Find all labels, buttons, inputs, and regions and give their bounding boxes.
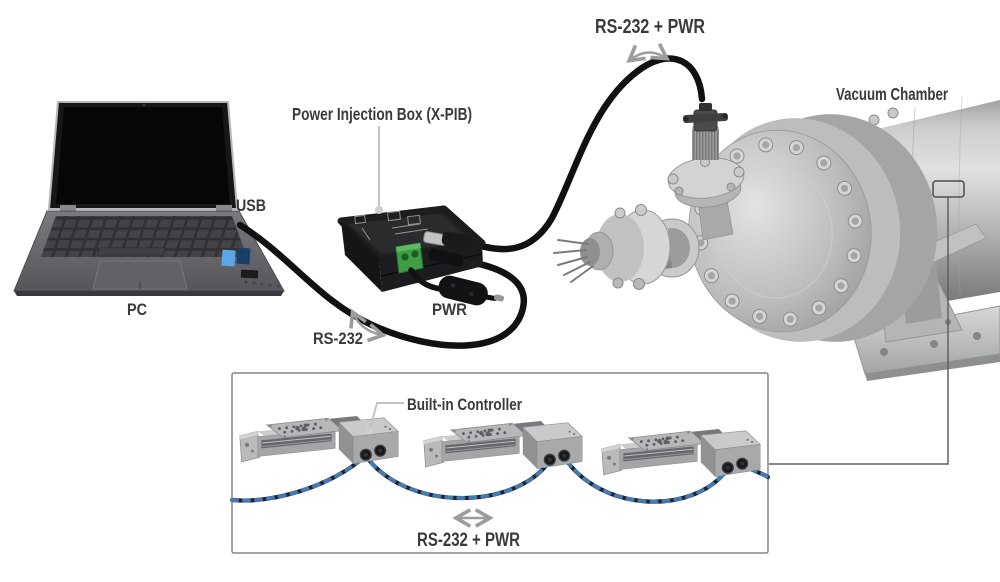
pib-terminal-block <box>395 242 424 274</box>
intel-sticker <box>221 249 236 267</box>
chamber-top-connector <box>682 103 729 132</box>
vacuum-chamber-illustration <box>553 95 1000 381</box>
pib-callout <box>375 126 383 214</box>
chamber-feedthrough <box>553 204 671 290</box>
hdmi-sticker <box>240 269 259 279</box>
pib-silkscreen <box>354 210 429 241</box>
label-usb: USB <box>236 196 266 215</box>
pwr-cable <box>408 267 505 306</box>
curved-double-arrow-icon <box>626 43 670 63</box>
label-pwr: PWR <box>432 300 467 319</box>
laptop-screen <box>56 107 230 204</box>
flange-bolts <box>693 137 863 327</box>
laptop-trackpad <box>92 260 188 290</box>
webcam-icon <box>142 103 146 106</box>
label-bottom-connection: RS-232 + PWR <box>417 530 520 551</box>
built-in-controller-callout <box>366 402 404 435</box>
ferrite-bead <box>438 275 488 306</box>
chamber-callout <box>769 180 965 465</box>
feedthrough-pins <box>553 239 594 283</box>
label-rs232: RS-232 <box>313 329 363 348</box>
cpu-sticker <box>236 247 251 265</box>
label-vacuum-chamber: Vacuum Chamber <box>836 84 948 104</box>
label-power-injection-box: Power Injection Box (X-PIB) <box>292 104 472 124</box>
laptop-feet <box>244 280 280 288</box>
chamber-top-port <box>667 124 745 208</box>
label-pc: PC <box>127 300 147 319</box>
pib-connectors <box>423 231 473 267</box>
stages-enclosure-box <box>231 372 769 554</box>
power-injection-box-illustration <box>337 205 486 292</box>
usb-cable <box>236 221 528 349</box>
laptop-illustration <box>13 101 285 296</box>
label-top-connection: RS-232 + PWR <box>595 16 705 38</box>
chamber-callout-line <box>769 197 949 465</box>
curved-double-arrow-icon <box>349 308 387 343</box>
rs232-pwr-cable <box>464 55 706 253</box>
label-built-in-controller: Built-in Controller <box>407 396 522 414</box>
